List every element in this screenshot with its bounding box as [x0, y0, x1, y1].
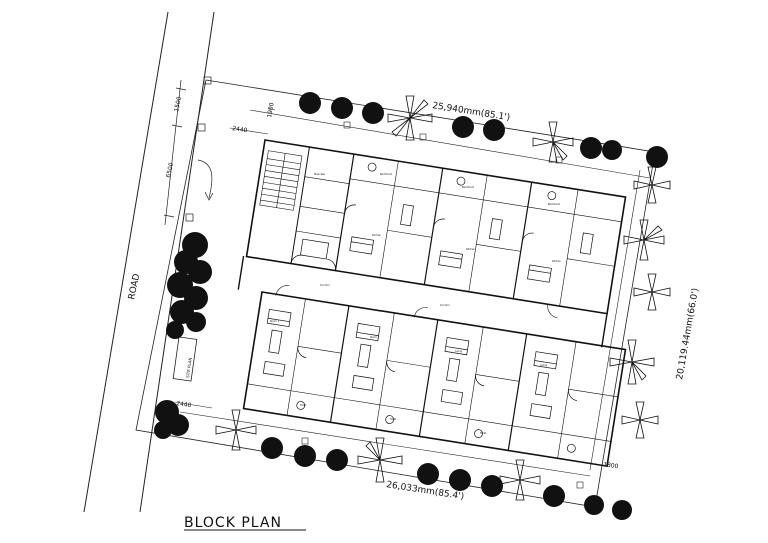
north-furniture	[290, 162, 594, 283]
shrub-icon	[543, 485, 565, 507]
shrub-icon	[646, 146, 668, 168]
building	[237, 139, 627, 468]
label-toilet-2: Toilet	[390, 418, 396, 421]
north-wing-outline	[245, 139, 627, 315]
site-sign: SITE PLAN	[172, 336, 198, 382]
shrub-icon	[294, 445, 316, 467]
dim-gate-bottom: 2440	[176, 400, 192, 409]
palm-icon	[633, 273, 671, 311]
bottom-dimension	[174, 401, 591, 489]
shrub-icon	[261, 437, 283, 459]
palm-icon	[215, 409, 257, 451]
plot-boundary	[135, 79, 656, 508]
label-toilet-3: Toilet	[480, 432, 486, 435]
palm-icon	[609, 339, 655, 385]
north-wing	[245, 139, 627, 315]
shrub-icon	[362, 102, 384, 124]
shrub-icon	[602, 140, 622, 160]
label-living-1: Living	[455, 350, 463, 353]
palm-icon	[532, 121, 574, 163]
label-bed-2: Bed Room	[462, 186, 475, 189]
shrub-icon	[417, 463, 439, 485]
corridor	[237, 255, 608, 348]
palm-icon	[499, 459, 541, 501]
south-furniture	[262, 308, 577, 453]
dim-setback-2: 6500	[165, 162, 175, 179]
setback-dimensions	[163, 76, 214, 226]
label-living-2: Living	[540, 364, 548, 367]
hedge	[154, 232, 212, 439]
label-staircase: Staircase	[314, 173, 326, 176]
shrub-icon	[481, 475, 503, 497]
label-room2: Room 2	[370, 336, 380, 339]
top-dimension	[229, 107, 651, 179]
drawing-title: BLOCK PLAN	[184, 515, 282, 531]
palms	[215, 95, 671, 501]
south-wing-outline	[242, 291, 627, 468]
label-corridor-2: Corridor	[440, 304, 450, 307]
shrub-icon	[449, 469, 471, 491]
dim-setback-1: 1500	[173, 96, 183, 113]
dim-small-bottom: 1800	[603, 461, 619, 470]
dim-gate-top: 2440	[232, 125, 248, 134]
room-labels: Staircase Bed Room Bed Room Bed Room Kit…	[270, 173, 561, 435]
shrub-icon	[452, 116, 474, 138]
shrub-icon	[580, 137, 602, 159]
site-sign-label: SITE PLAN	[185, 357, 193, 378]
label-room1: Room 1	[270, 320, 280, 323]
label-bed-3: Bed Room	[548, 203, 561, 206]
shrub-icon	[331, 97, 353, 119]
shrubs	[261, 92, 668, 520]
staircase	[259, 150, 303, 211]
right-dimension	[589, 169, 641, 471]
south-wing	[242, 291, 627, 468]
shrub-icon	[483, 119, 505, 141]
shrub-icon	[612, 500, 632, 520]
label-kitchen-1: Kitchen	[372, 234, 381, 237]
road-label: ROAD	[127, 273, 142, 301]
palm-icon	[357, 437, 403, 483]
dim-small-top: 1900	[266, 102, 276, 118]
road-edge-left	[83, 11, 169, 513]
label-bed-1: Bed Room	[380, 173, 393, 176]
palm-icon	[387, 95, 433, 141]
label-kitchen-2: Kitchen	[466, 248, 475, 251]
palm-icon	[633, 166, 671, 204]
palm-icon	[621, 401, 659, 439]
label-kitchen-3: Kitchen	[552, 260, 561, 263]
shrub-icon	[326, 449, 348, 471]
label-corridor-1: Corridor	[320, 284, 330, 287]
shrub-icon	[299, 92, 321, 114]
shrub-icon	[584, 495, 604, 515]
label-toilet-1: Toilet	[300, 404, 306, 407]
palm-icon	[623, 219, 665, 261]
dim-right: 20,119.44mm(66.0')	[675, 287, 701, 380]
